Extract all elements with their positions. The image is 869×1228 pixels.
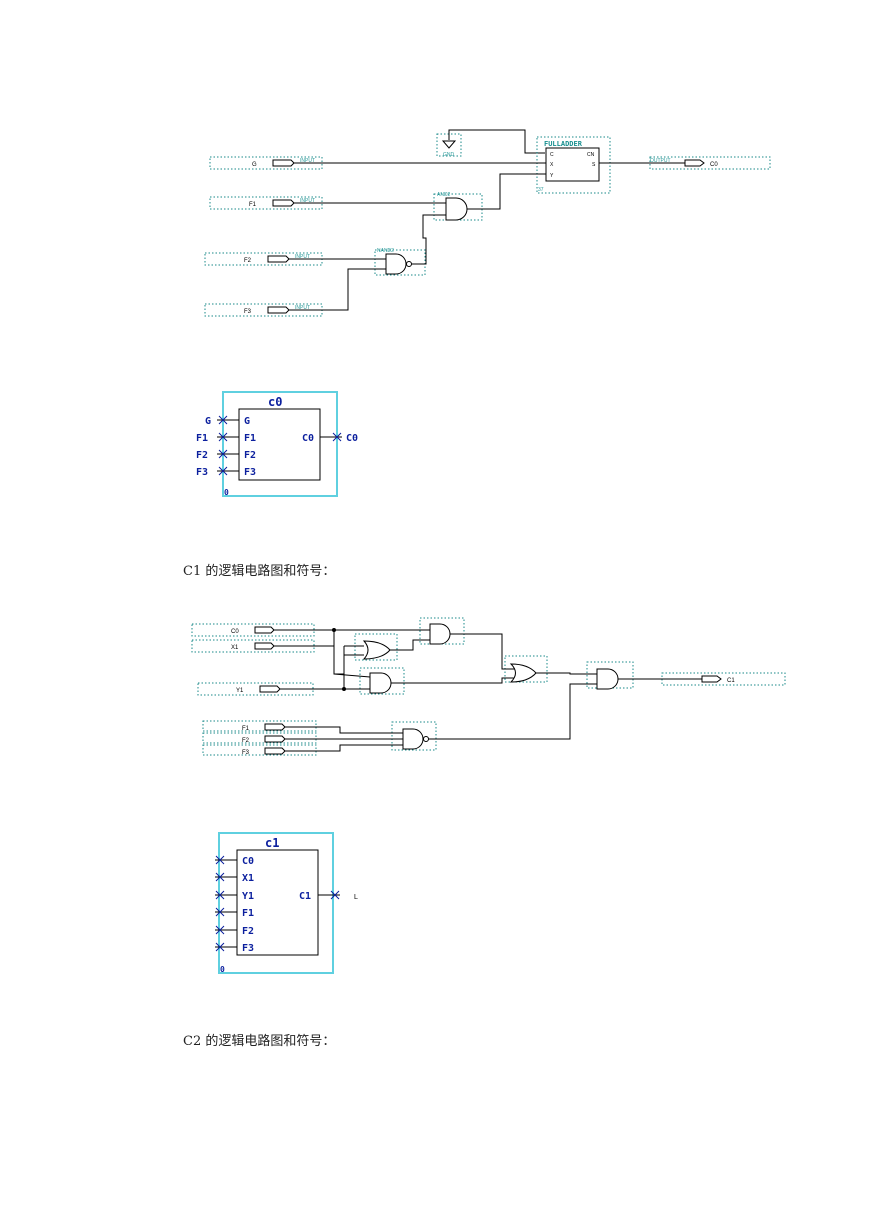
fulladder-pin: Y (550, 173, 554, 179)
c1-input-label: X1 (231, 645, 239, 651)
svg-text:INPUT: INPUT (300, 158, 315, 164)
fulladder-pin: C (550, 152, 554, 158)
c1-port-inner: F3 (242, 943, 254, 954)
c0-port-outer: F2 (196, 450, 208, 461)
c0-port-out-outer: C0 (346, 433, 358, 444)
c0-output-label: C0 (710, 162, 718, 168)
c0-port-inner: F3 (244, 467, 256, 478)
c0-port-out-inner: C0 (302, 433, 314, 444)
c1-port-inner: X1 (242, 873, 254, 884)
c1-symbol-title: c1 (265, 836, 279, 850)
c0-port-outer: G (205, 416, 211, 427)
svg-text:INPUT: INPUT (295, 254, 310, 260)
fulladder-pin: X (550, 162, 554, 168)
c1-symbol: c1 C0 X1 Y1 F1 F2 F3 C1 L 0 (215, 832, 358, 974)
svg-text:GND: GND (443, 152, 455, 158)
caption-c1: C1 的逻辑电路图和符号： (183, 564, 336, 579)
fulladder-pin: CN (587, 152, 595, 158)
c1-input-label: C0 (231, 629, 239, 635)
svg-text:AND2: AND2 (437, 192, 451, 198)
c0-port-inner: F1 (244, 433, 256, 444)
c1-port-inner: F1 (242, 908, 254, 919)
c0-circuit: INPUT INPUT INPUT INPUT G F1 F2 F3 GND F… (204, 129, 771, 317)
fulladder-title: FULLADDER (544, 140, 583, 148)
svg-text:INPUT: INPUT (300, 198, 315, 204)
c1-port-inner: F2 (242, 926, 254, 937)
c0-symbol: c0 G F1 F2 F3 G F1 F2 F3 C0 C0 0 (196, 391, 358, 497)
c1-input-label: Y1 (236, 688, 244, 694)
c1-circuit: C0 X1 Y1 F1 F2 F3 (191, 617, 786, 756)
c0-input-label: G (252, 162, 257, 168)
c0-symbol-ports: G F1 F2 F3 G F1 F2 F3 C0 C0 (196, 416, 358, 478)
c0-port-outer: F1 (196, 433, 208, 444)
c1-input-label: F3 (242, 750, 250, 756)
c0-symbol-title: c0 (268, 395, 282, 409)
svg-text:INPUT: INPUT (295, 305, 310, 311)
c0-symbol-corner: 0 (224, 488, 229, 497)
c1-symbol-corner: 0 (220, 965, 225, 974)
c1-input-label: F2 (242, 738, 250, 744)
c1-port-out-inner: C1 (299, 891, 311, 902)
c0-input-label: F1 (249, 202, 257, 208)
svg-text:OUTPUT: OUTPUT (650, 158, 671, 164)
c1-output-label: C1 (727, 678, 735, 684)
c1-extra-mark: L (354, 894, 358, 901)
c0-port-inner: G (244, 416, 250, 427)
fulladder-pin: S (592, 162, 596, 168)
caption-c2: C2 的逻辑电路图和符号： (183, 1034, 336, 1049)
c1-input-label: F1 (242, 726, 250, 732)
c0-port-inner: F2 (244, 450, 256, 461)
c1-port-inner: Y1 (242, 891, 254, 902)
c0-port-outer: F3 (196, 467, 208, 478)
c0-input-label: F2 (244, 258, 252, 264)
c0-input-label: F3 (244, 309, 252, 315)
svg-text:NAND2: NAND2 (377, 248, 394, 254)
c1-port-inner: C0 (242, 856, 254, 867)
svg-text:37: 37 (538, 187, 544, 193)
